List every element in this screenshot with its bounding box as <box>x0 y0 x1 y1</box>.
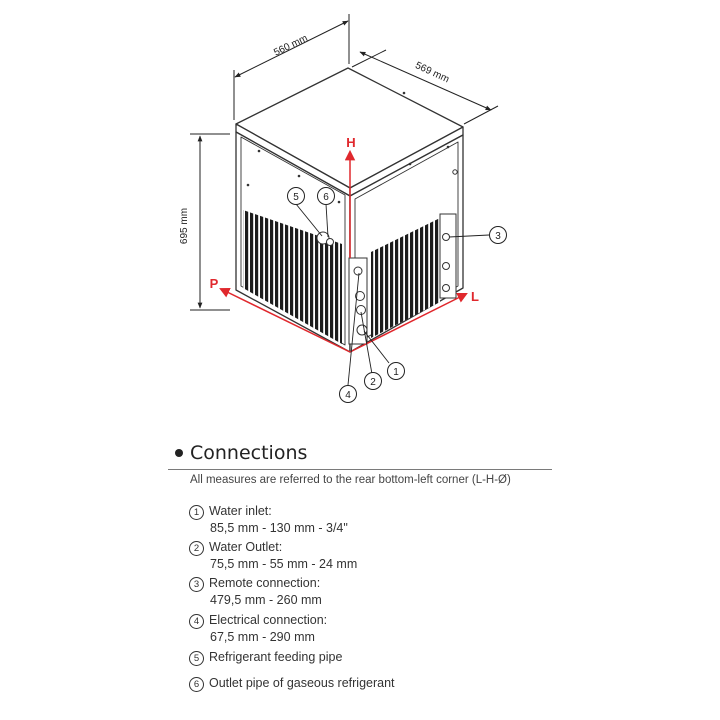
connection-label: Outlet pipe of gaseous refrigerant <box>209 676 395 690</box>
callout-6: 6 <box>317 187 335 205</box>
axis-label-l: L <box>471 289 479 304</box>
number-circle-icon: 4 <box>189 614 204 629</box>
connections-header: Connections <box>168 441 552 470</box>
connection-item-remote: 3 Remote connection: 479,5 mm - 260 mm <box>189 575 322 608</box>
connection-value: 67,5 mm - 290 mm <box>210 630 315 644</box>
section-note: All measures are referred to the rear bo… <box>190 474 511 486</box>
connection-value: 479,5 mm - 260 mm <box>210 593 322 607</box>
width-dimension-label: 560 mm <box>272 33 309 59</box>
connection-value: 85,5 mm - 130 mm - 3/4" <box>210 521 348 535</box>
machine-diagram: 560 mm 569 mm 695 mm H P L 5 6 3 1 2 <box>179 14 507 403</box>
callout-2: 2 <box>364 372 382 390</box>
height-dimension-label: 695 mm <box>179 208 190 244</box>
dimension-lines <box>190 14 499 311</box>
callout-3: 3 <box>489 226 507 244</box>
callout-leaders <box>295 203 490 386</box>
connection-item-refrigerant-feed: 5 Refrigerant feeding pipe <box>189 649 342 666</box>
number-circle-icon: 2 <box>189 541 204 556</box>
connection-label: Electrical connection: <box>209 613 328 627</box>
svg-text:1: 1 <box>393 367 399 378</box>
connection-item-water-inlet: 1 Water inlet: 85,5 mm - 130 mm - 3/4" <box>189 503 348 536</box>
depth-dimension-label: 569 mm <box>413 60 450 85</box>
svg-text:5: 5 <box>293 192 299 203</box>
svg-text:6: 6 <box>323 192 329 203</box>
svg-text:3: 3 <box>495 231 501 242</box>
connection-item-electrical: 4 Electrical connection: 67,5 mm - 290 mm <box>189 612 327 645</box>
number-circle-icon: 3 <box>189 577 204 592</box>
callout-5: 5 <box>287 187 305 205</box>
connection-panel <box>316 213 457 345</box>
left-grille <box>243 210 342 344</box>
connection-label: Water Outlet: <box>209 540 283 554</box>
svg-text:4: 4 <box>345 390 351 401</box>
number-circle-icon: 1 <box>189 505 204 520</box>
section-title: Connections <box>190 442 308 464</box>
callout-4: 4 <box>339 385 357 403</box>
connection-item-refrigerant-outlet: 6 Outlet pipe of gaseous refrigerant <box>189 675 395 692</box>
connection-label: Refrigerant feeding pipe <box>209 650 343 664</box>
bullet-icon <box>175 449 183 457</box>
connection-label: Remote connection: <box>209 576 321 590</box>
number-circle-icon: 5 <box>189 651 204 666</box>
axis-arrows <box>219 149 468 353</box>
connection-value: 75,5 mm - 55 mm - 24 mm <box>210 557 358 571</box>
axis-label-p: P <box>210 276 219 291</box>
number-circle-icon: 6 <box>189 677 204 692</box>
svg-text:2: 2 <box>370 377 376 388</box>
callout-1: 1 <box>387 362 405 380</box>
right-grille <box>371 218 440 338</box>
connection-label: Water inlet: <box>209 504 272 518</box>
axis-label-h: H <box>346 135 355 150</box>
connection-item-water-outlet: 2 Water Outlet: 75,5 mm - 55 mm - 24 mm <box>189 539 357 572</box>
